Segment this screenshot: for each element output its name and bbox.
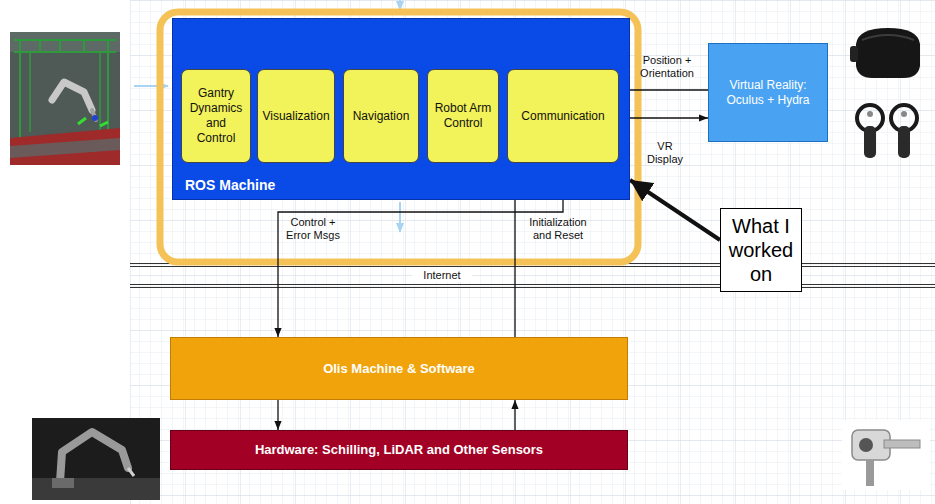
- ros-machine-panel: ROS Machine Gantry Dynamics and Control Vi…: [172, 18, 630, 200]
- connector-label: Initialization and Reset: [520, 216, 596, 242]
- connector: [277, 400, 278, 430]
- hardware-box: Hardware: Schilling, LiDAR and Other Sen…: [170, 430, 628, 470]
- connector-label: Control + Error Msgs: [283, 216, 343, 242]
- box-label: Gantry Dynamics and Control: [185, 86, 247, 146]
- panel-title: ROS Machine: [185, 177, 275, 193]
- box-label: Hardware: Schilling, LiDAR and Other Sen…: [175, 442, 623, 458]
- network-label: Internet: [412, 268, 472, 282]
- box-label: Navigation: [347, 109, 415, 124]
- connector: [619, 89, 708, 90]
- box-label: Visualization: [261, 109, 331, 124]
- module-box: Robot Arm Control: [427, 69, 499, 163]
- highlight-outline: [160, 12, 638, 262]
- lidar-scanner-image: [842, 420, 930, 490]
- module-box: Visualization: [257, 69, 335, 163]
- connector-label: Position + Orientation: [630, 54, 704, 80]
- callout-arrow: [630, 180, 720, 240]
- box-label: What I worked on: [725, 214, 797, 286]
- module-box: Gantry Dynamics and Control: [181, 69, 251, 163]
- vr-headset-icon: [850, 28, 920, 78]
- box-label: Robot Arm Control: [431, 101, 495, 131]
- connector: [619, 117, 708, 118]
- box-label: Virtual Reality: Oculus + Hydra: [715, 78, 821, 108]
- connector-label: VR Display: [640, 140, 690, 166]
- box-label: Communication: [511, 109, 615, 124]
- box-label: Olis Machine & Software: [175, 361, 623, 377]
- internet-band: [130, 264, 935, 288]
- vr-controllers-icon: [857, 105, 917, 158]
- grid: [130, 0, 935, 504]
- vr-system-box: Virtual Reality: Oculus + Hydra: [708, 43, 828, 142]
- simulation-image: [10, 32, 120, 165]
- olis-machine-box: Olis Machine & Software: [170, 337, 628, 400]
- module-box: Navigation: [343, 69, 419, 163]
- robot-arm-photo: [32, 418, 160, 500]
- module-box: Communication: [507, 69, 619, 163]
- connector: [514, 400, 515, 430]
- callout-box: What I worked on: [720, 208, 802, 292]
